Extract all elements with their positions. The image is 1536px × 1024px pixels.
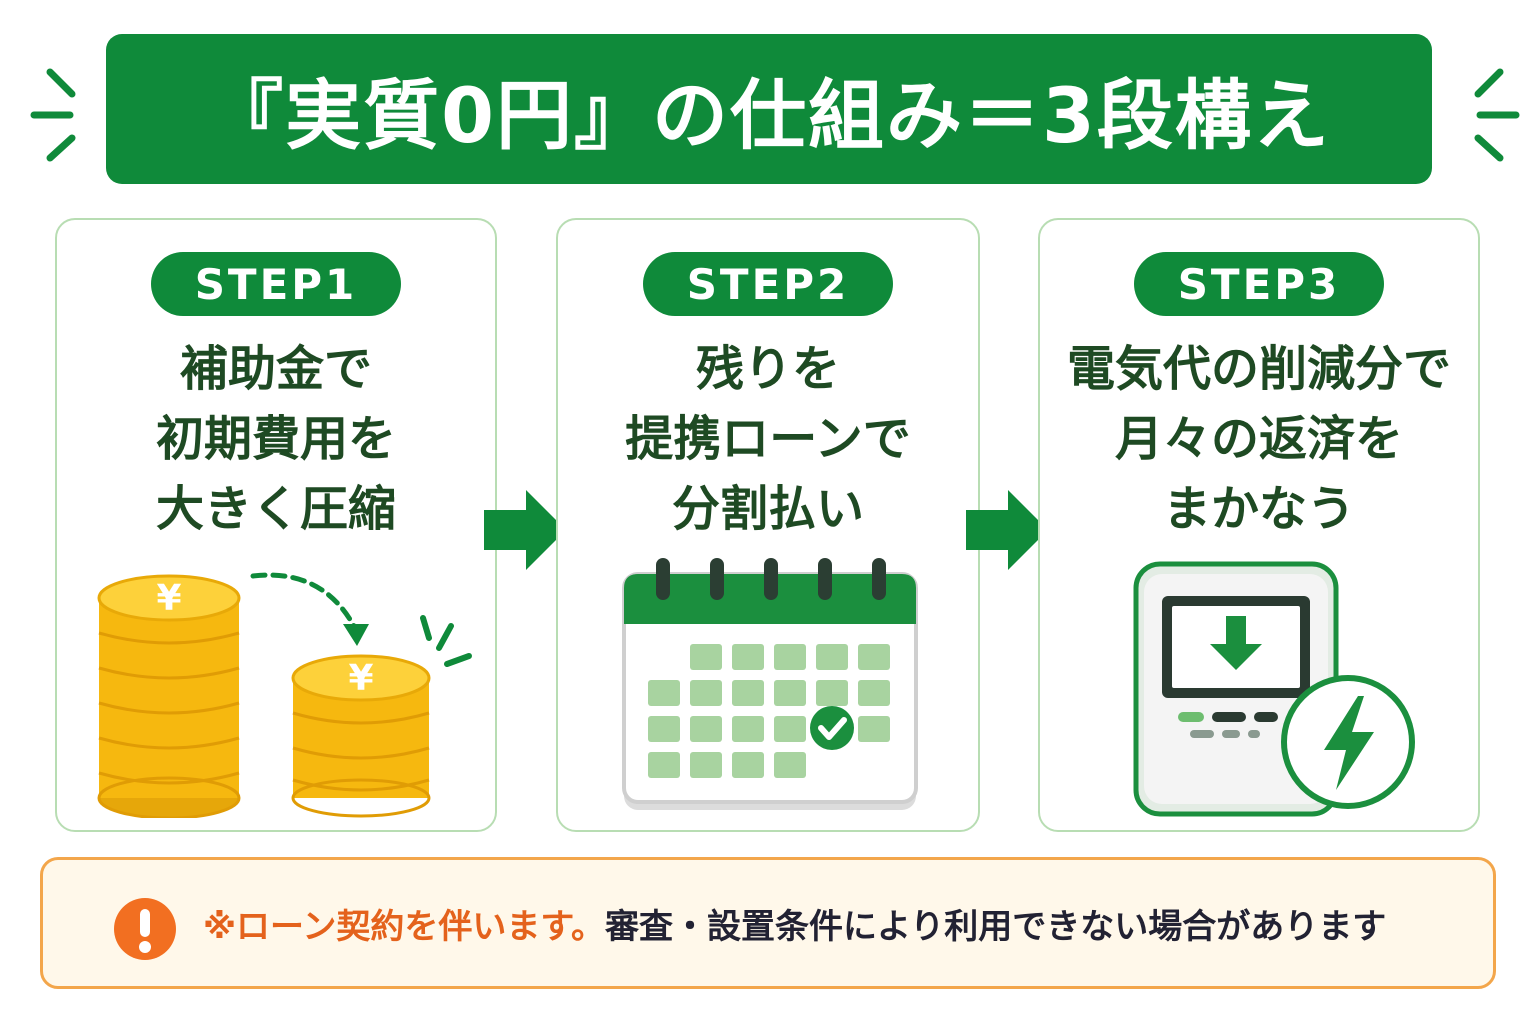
step-card-1: STEP1 補助金で 初期費用を 大きく圧縮 ¥ [55, 218, 497, 832]
burst-lines-right-icon [1474, 68, 1520, 162]
step-description-line: 残りを [695, 341, 840, 397]
step-description-line: 月々の返済を [1114, 411, 1403, 467]
page-title: 『実質0円』の仕組み＝3段構え [207, 71, 1331, 160]
step-badge: STEP3 [1134, 252, 1384, 316]
title-banner: 『実質0円』の仕組み＝3段構え [106, 34, 1432, 184]
step-description-line: まかなう [1162, 481, 1355, 537]
step-description: 電気代の削減分で 月々の返済を まかなう [1040, 334, 1478, 544]
yen-symbol: ¥ [348, 658, 373, 699]
step-description: 補助金で 初期費用を 大きく圧縮 [57, 334, 495, 544]
step-card-2: STEP2 残りを 提携ローンで 分割払い [556, 218, 980, 832]
burst-lines-left-icon [30, 68, 76, 162]
notice-detail: 審査・設置条件により利用できない場合があります [604, 906, 1387, 947]
exclamation-icon [114, 898, 176, 960]
step-description-line: 補助金で [179, 341, 372, 397]
arrow-right-icon [484, 490, 566, 570]
step-description-line: 大きく圧縮 [155, 481, 396, 537]
check-circle-icon [810, 706, 854, 750]
coins-icon: ¥ ¥ [97, 572, 472, 818]
step-description-line: 分割払い [671, 481, 864, 537]
notice-box: ※ローン契約を伴います。 審査・設置条件により利用できない場合があります [40, 857, 1496, 989]
battery-device-icon [1133, 561, 1415, 817]
step-badge: STEP1 [151, 252, 401, 316]
notice-warning: ※ローン契約を伴います。 [203, 906, 605, 947]
step-description-line: 初期費用を [155, 411, 396, 467]
step-description-line: 提携ローンで [625, 411, 911, 467]
step-card-3: STEP3 電気代の削減分で 月々の返済を まかなう [1038, 218, 1480, 832]
yen-symbol: ¥ [156, 578, 181, 619]
notice-text: ※ローン契約を伴います。 審査・設置条件により利用できない場合があります [203, 860, 1386, 986]
arrow-right-icon [966, 490, 1048, 570]
step-description: 残りを 提携ローンで 分割払い [558, 334, 978, 544]
calendar-icon [622, 558, 918, 810]
step-description-line: 電気代の削減分で [1066, 341, 1451, 397]
step-badge: STEP2 [643, 252, 893, 316]
